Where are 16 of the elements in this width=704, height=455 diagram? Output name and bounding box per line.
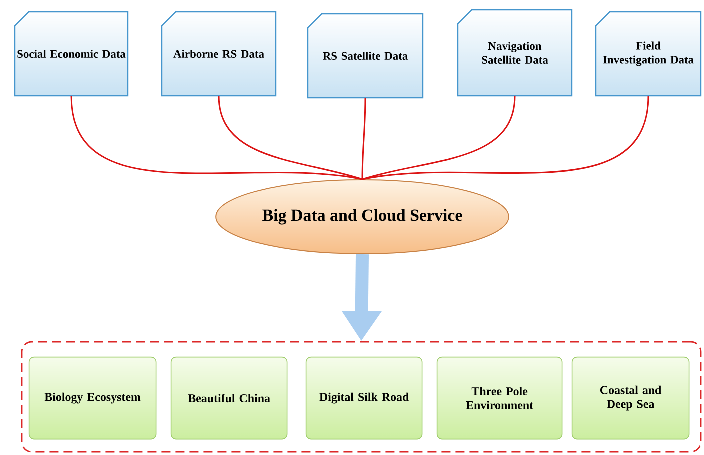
curved-line <box>218 96 363 180</box>
data-card: Airborne RS Data <box>161 11 277 97</box>
topic-box: Coastal and Deep Sea <box>572 356 690 440</box>
data-card: Social Economic Data <box>14 11 129 97</box>
curved-line <box>362 96 650 180</box>
data-card: RS Satellite Data <box>307 13 424 99</box>
curved-line <box>70 96 363 180</box>
curved-line <box>362 98 366 180</box>
topic-box: Digital Silk Road <box>306 356 423 440</box>
topic-box: Beautiful China <box>170 356 288 440</box>
topic-box: Biology Ecosystem <box>28 356 157 440</box>
curved-line <box>362 96 516 180</box>
data-card: Navigation Satellite Data <box>457 9 573 97</box>
topic-box: Three Pole Environment <box>436 356 563 440</box>
group-frame <box>21 341 702 453</box>
data-card: Field Investigation Data <box>595 11 702 97</box>
